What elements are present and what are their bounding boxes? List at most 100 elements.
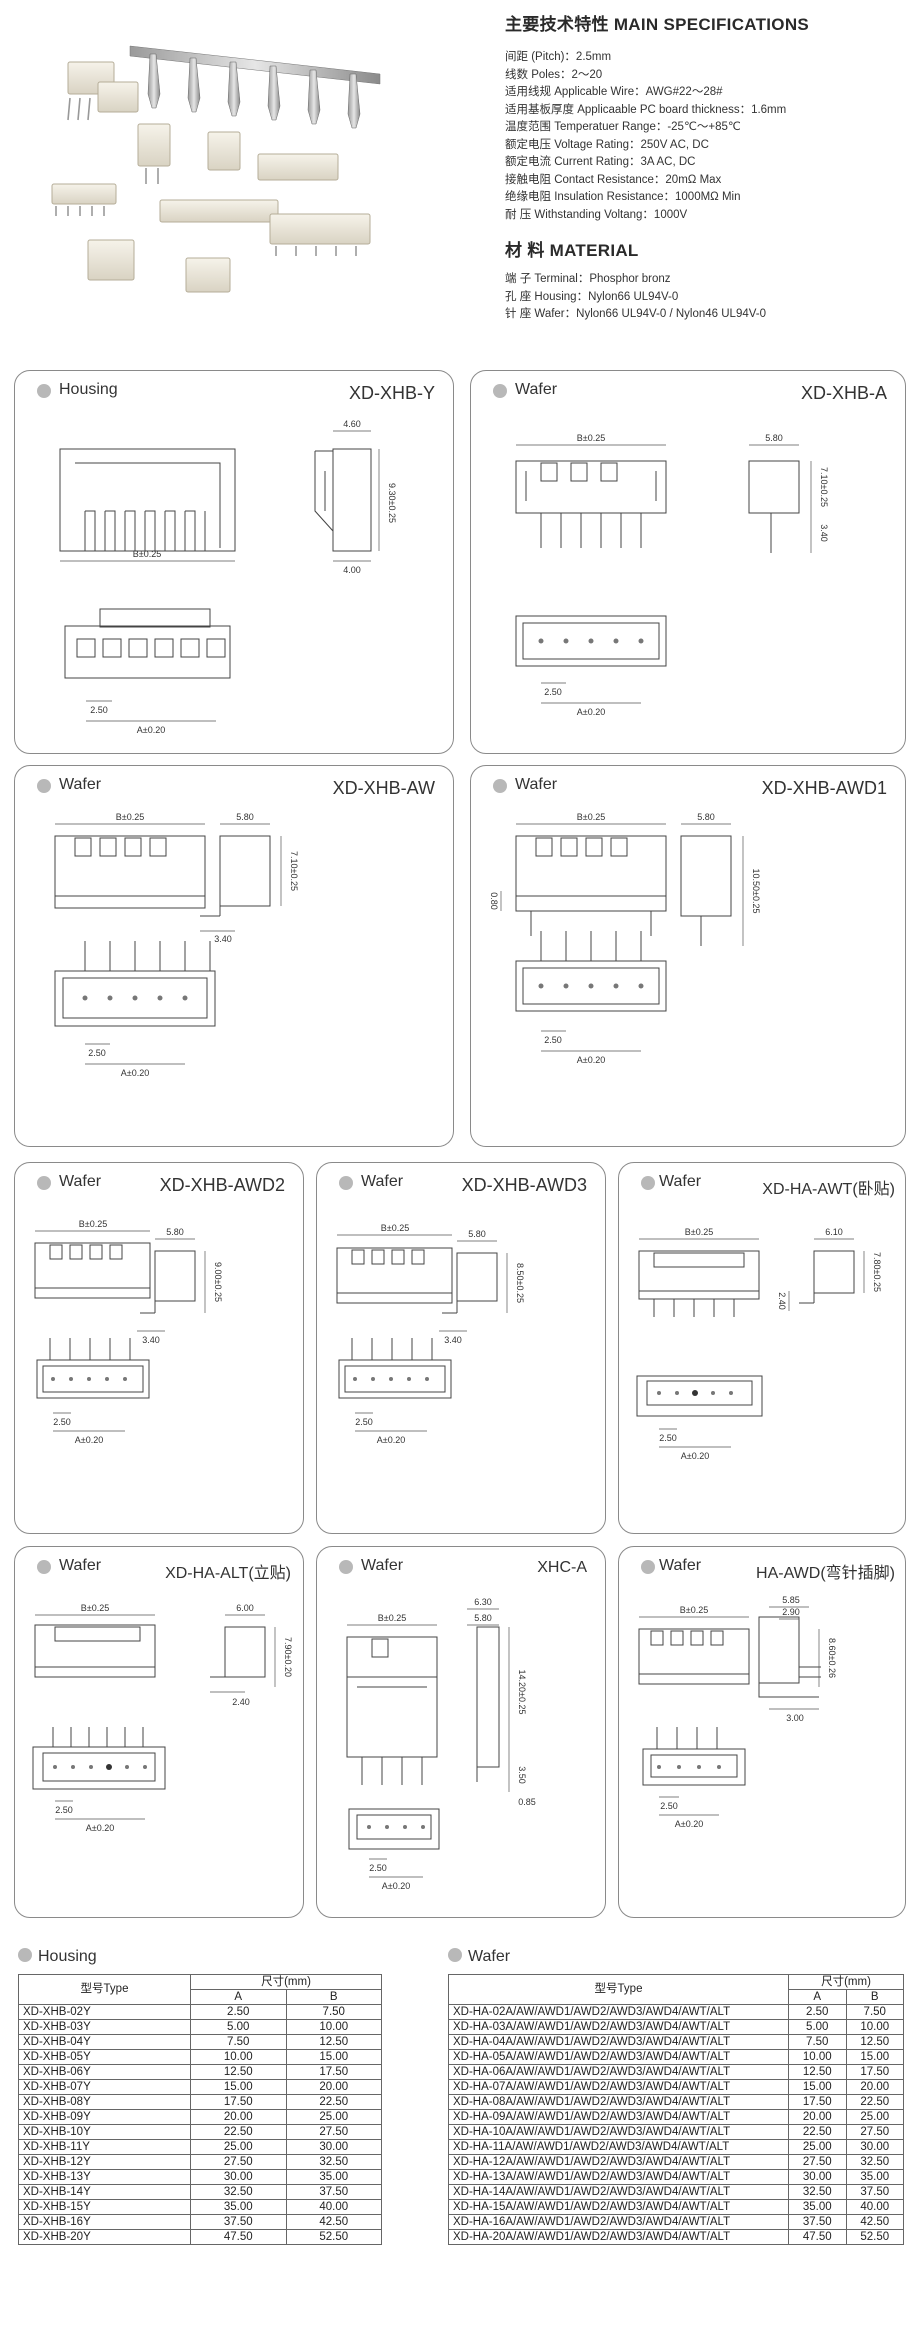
table-row: XD-HA-05A/AW/AWD1/AWD2/AWD3/AWD4/AWT/ALT… (448, 2049, 904, 2065)
cell-b: 42.50 (845, 2214, 904, 2230)
cell-b: 12.50 (285, 2034, 382, 2050)
cell-type: XD-XHB-04Y (18, 2034, 191, 2050)
terminal-strip (129, 45, 381, 129)
bullet-icon (37, 779, 51, 793)
cell-b: 22.50 (845, 2094, 904, 2110)
drawing-ha-awd: B±0.25 5.85 2.90 8.60±0.26 3.00 2.50 A±0… (638, 1595, 837, 1829)
cell-type: XD-XHB-03Y (18, 2019, 191, 2035)
dim-label: 3.40 (444, 1335, 462, 1345)
col-b: B (845, 1989, 904, 2005)
cell-type: XD-HA-02A/AW/AWD1/AWD2/AWD3/AWD4/AWT/ALT (448, 2004, 789, 2020)
cell-b: 37.50 (285, 2184, 382, 2200)
panel-model: XD-HA-ALT(立贴) (165, 1565, 291, 1582)
dim-label: A±0.20 (86, 1823, 114, 1833)
dim-label: 2.50 (355, 1417, 373, 1427)
wafer-table: 型号Type 尺寸(mm) A B XD-HA-02A/AW/AWD1/AWD2… (448, 1974, 904, 2245)
spec-line: 适用基板厚度 Applicaable PC board thickness：1.… (505, 103, 787, 116)
cell-a: 12.50 (788, 2064, 847, 2080)
cell-b: 40.00 (285, 2199, 382, 2215)
dim-label: B±0.25 (133, 549, 161, 559)
panel-model: XHC-A (537, 1559, 587, 1576)
cell-a: 47.50 (788, 2229, 847, 2245)
cell-type: XD-XHB-05Y (18, 2049, 191, 2065)
cell-b: 10.00 (285, 2019, 382, 2035)
table-row: XD-HA-10A/AW/AWD1/AWD2/AWD3/AWD4/AWT/ALT… (448, 2124, 904, 2140)
dim-label: B±0.25 (577, 812, 605, 822)
panel-type: Wafer (659, 1557, 702, 1574)
cell-b: 27.50 (845, 2124, 904, 2140)
cell-a: 35.00 (788, 2199, 847, 2215)
cell-type: XD-HA-16A/AW/AWD1/AWD2/AWD3/AWD4/AWT/ALT (448, 2214, 789, 2230)
cell-a: 37.50 (788, 2214, 847, 2230)
dim-label: 2.50 (660, 1801, 678, 1811)
col-type: 型号Type (448, 1974, 789, 2005)
cell-a: 30.00 (788, 2169, 847, 2185)
drawing-panel-xhb-awd1: B±0.25 5.80 10.50±0.25 0.80 2.50 A±0.20 … (470, 765, 906, 1147)
table-row: XD-HA-02A/AW/AWD1/AWD2/AWD3/AWD4/AWT/ALT… (448, 2004, 904, 2020)
cell-type: XD-XHB-06Y (18, 2064, 191, 2080)
dim-label: 8.50±0.25 (515, 1263, 525, 1303)
cell-b: 15.00 (845, 2049, 904, 2065)
dim-label: 5.80 (697, 812, 715, 822)
bullet-icon (641, 1560, 655, 1574)
spec-line: 额定电压 Voltage Rating：250V AC, DC (505, 138, 709, 151)
cell-b: 10.00 (845, 2019, 904, 2035)
bullet-icon (37, 1560, 51, 1574)
cell-b: 17.50 (845, 2064, 904, 2080)
cell-type: XD-HA-09A/AW/AWD1/AWD2/AWD3/AWD4/AWT/ALT (448, 2109, 789, 2125)
spec-line: 线数 Poles：2～20 (505, 68, 603, 81)
drawing-panel-ha-alt: B±0.25 6.00 7.90±0.20 2.40 2.50 A±0.20 W… (14, 1546, 304, 1918)
dim-label: 7.10±0.25 (819, 467, 829, 507)
panel-model: XD-XHB-AWD2 (159, 1175, 285, 1195)
drawing-panel-xhb-a: B±0.25 5.80 7.10±0.25 3.40 2.50 A±0.20 W… (470, 370, 906, 754)
cell-b: 37.50 (845, 2184, 904, 2200)
cell-type: XD-HA-03A/AW/AWD1/AWD2/AWD3/AWD4/AWT/ALT (448, 2019, 789, 2035)
panel-type: Wafer (361, 1173, 404, 1190)
dim-label: 7.80±0.25 (872, 1252, 882, 1292)
dim-label: 10.50±0.25 (751, 869, 761, 914)
table-row: XD-HA-20A/AW/AWD1/AWD2/AWD3/AWD4/AWT/ALT… (448, 2229, 904, 2245)
col-a: A (788, 1989, 847, 2005)
dim-label: A±0.20 (382, 1881, 410, 1891)
cell-b: 20.00 (285, 2079, 382, 2095)
table-row: XD-HA-03A/AW/AWD1/AWD2/AWD3/AWD4/AWT/ALT… (448, 2019, 904, 2035)
panel-model: HA-AWD(弯针插脚) (756, 1565, 895, 1582)
table-row: XD-HA-11A/AW/AWD1/AWD2/AWD3/AWD4/AWT/ALT… (448, 2139, 904, 2155)
table-row: XD-HA-12A/AW/AWD1/AWD2/AWD3/AWD4/AWT/ALT… (448, 2154, 904, 2170)
cell-b: 27.50 (285, 2124, 382, 2140)
table-row: XD-HA-13A/AW/AWD1/AWD2/AWD3/AWD4/AWT/ALT… (448, 2169, 904, 2185)
cell-type: XD-HA-13A/AW/AWD1/AWD2/AWD3/AWD4/AWT/ALT (448, 2169, 789, 2185)
cell-a: 27.50 (190, 2154, 287, 2170)
cell-b: 42.50 (285, 2214, 382, 2230)
dim-label: 2.50 (88, 1048, 106, 1058)
dim-label: A±0.20 (681, 1451, 709, 1461)
dim-label: 3.40 (214, 934, 232, 944)
cell-a: 20.00 (190, 2109, 287, 2125)
cell-a: 17.50 (190, 2094, 287, 2110)
drawing-xhb-awd1: B±0.25 5.80 10.50±0.25 0.80 2.50 A±0.20 (489, 812, 761, 1065)
dim-label: 3.40 (142, 1335, 160, 1345)
bullet-icon (339, 1176, 353, 1190)
cell-b: 7.50 (845, 2004, 904, 2020)
drawing-ha-alt: B±0.25 6.00 7.90±0.20 2.40 2.50 A±0.20 (32, 1603, 293, 1833)
cell-b: 25.00 (845, 2109, 904, 2125)
bullet-icon (18, 1948, 32, 1962)
cell-a: 5.00 (788, 2019, 847, 2035)
cell-a: 12.50 (190, 2064, 287, 2080)
dim-label: 7.10±0.25 (289, 851, 299, 891)
cell-type: XD-XHB-09Y (18, 2109, 191, 2125)
cell-a: 2.50 (788, 2004, 847, 2020)
cell-type: XD-XHB-13Y (18, 2169, 191, 2185)
panel-type: Wafer (59, 776, 102, 793)
cell-type: XD-HA-15A/AW/AWD1/AWD2/AWD3/AWD4/AWT/ALT (448, 2199, 789, 2215)
cell-b: 30.00 (285, 2139, 382, 2155)
dim-label: 5.80 (236, 812, 254, 822)
